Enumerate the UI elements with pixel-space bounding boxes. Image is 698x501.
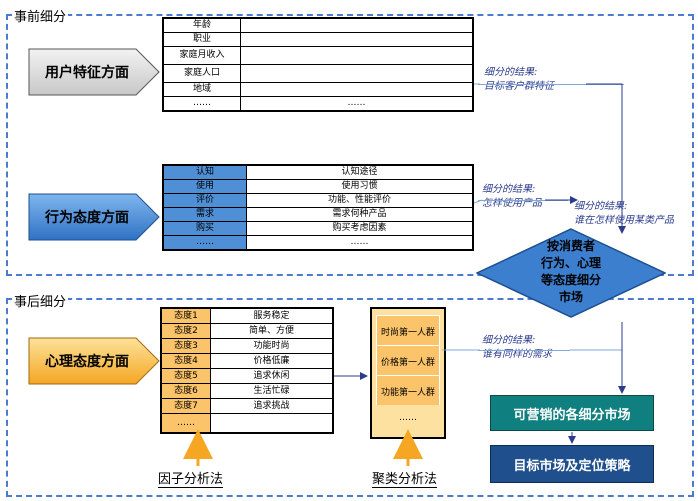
pentagon-arrow-shape <box>28 193 160 241</box>
result-note-usage: 细分的结果: 怎样使用产品 <box>482 184 542 209</box>
table-cell: 态度7 <box>160 398 211 414</box>
table-row: 职业 <box>162 32 474 47</box>
table-row: 使用使用习惯 <box>162 179 474 194</box>
table-row: 家庭月收入 <box>162 46 474 65</box>
table-cell: 功能时尚 <box>210 338 334 354</box>
table-cell: 简单、方便 <box>210 323 334 339</box>
post-segmentation-section <box>6 298 694 497</box>
table-row: 年龄 <box>162 17 474 33</box>
table-cell <box>240 82 474 97</box>
table-cell <box>240 64 474 83</box>
table-row: ………… <box>162 235 474 251</box>
cluster-analysis-label: 聚类分析法 <box>372 468 438 488</box>
table-cell: 追求休闲 <box>210 368 334 384</box>
user-traits-arrow: 用户特征方面 <box>28 48 160 96</box>
factor-analysis-label: 因子分析法 <box>158 468 224 488</box>
table-cell: 追求挑战 <box>210 398 334 414</box>
user-traits-table: 年龄职业家庭月收入家庭人口地域………… <box>162 17 474 112</box>
table-cell: 态度4 <box>160 353 211 369</box>
table-row: 购买购买考虑因素 <box>162 221 474 236</box>
table-cell: 地域 <box>162 82 241 97</box>
diamond-shape <box>476 228 666 318</box>
table-cell: 需求何种产品 <box>246 207 474 222</box>
note-underline <box>478 200 568 201</box>
result-note-same-need: 细分的结果: 谁有同样的需求 <box>482 335 552 360</box>
segmentation-diamond: 按消费者 行为、心理 等态度细分 市场 <box>476 228 666 318</box>
table-cell <box>240 32 474 47</box>
table-cell: 功能、性能评价 <box>246 193 474 208</box>
user-traits-label: 用户特征方面 <box>45 65 129 81</box>
behavior-label: 行为态度方面 <box>45 210 129 226</box>
table-cell: 认知途径 <box>246 164 474 180</box>
table-row: 家庭人口 <box>162 64 474 83</box>
table-cell: 价格低廉 <box>210 353 334 369</box>
behavior-table: 认知认知途径使用使用习惯评价功能、性能评价需求需求何种产品购买购买考虑因素………… <box>162 164 474 251</box>
table-cell: 使用 <box>162 179 247 194</box>
diamond-line: 行为、心理 <box>540 256 601 270</box>
table-cell: 态度3 <box>160 338 211 354</box>
cluster-item: 功能第一人群 <box>376 375 440 407</box>
table-cell <box>240 46 474 65</box>
pre-segmentation-section <box>6 14 694 276</box>
cluster-item: 价格第一人群 <box>376 345 440 377</box>
table-cell: 态度2 <box>160 323 211 339</box>
table-cell: 评价 <box>162 193 247 208</box>
behavior-arrow: 行为态度方面 <box>28 193 160 241</box>
table-row: 认知认知途径 <box>162 164 474 180</box>
cluster-item: 时尚第一人群 <box>376 315 440 347</box>
table-cell: 购买 <box>162 221 247 236</box>
table-cell: 职业 <box>162 32 241 47</box>
diamond-line: 等态度细分 <box>540 273 601 287</box>
table-cell: 家庭月收入 <box>162 46 241 65</box>
target-market-box: 目标市场及定位策略 <box>490 445 654 483</box>
diamond-line: 市场 <box>558 290 583 304</box>
cluster-stack: 时尚第一人群 价格第一人群 功能第一人群 …… <box>370 307 446 439</box>
note-underline <box>478 350 570 351</box>
table-cell <box>240 17 474 33</box>
table-cell: 态度5 <box>160 368 211 384</box>
table-cell: 生活忙碌 <box>210 383 334 399</box>
table-row: ………… <box>162 96 474 112</box>
table-row: 评价功能、性能评价 <box>162 193 474 208</box>
table-cell: 年龄 <box>162 17 241 33</box>
pentagon-arrow-shape <box>28 48 160 96</box>
table-cell: 需求 <box>162 207 247 222</box>
post-segmentation-title: 事后细分 <box>12 291 69 310</box>
table-cell: 家庭人口 <box>162 64 241 83</box>
table-cell: 态度1 <box>160 307 211 324</box>
table-row: 地域 <box>162 82 474 97</box>
table-cell: 购买考虑因素 <box>246 221 474 236</box>
marketable-segments-box: 可营销的各细分市场 <box>490 395 654 431</box>
note-underline <box>478 84 624 85</box>
table-cell: …… <box>162 235 247 251</box>
pentagon-arrow-shape <box>28 337 160 385</box>
table-cell <box>210 413 334 434</box>
table-cell: 态度6 <box>160 383 211 399</box>
table-cell: …… <box>246 235 474 251</box>
result-note-customer: 细分的结果: 目标客户群特征 <box>484 67 554 92</box>
psych-label: 心理态度方面 <box>45 354 129 370</box>
table-cell: 使用习惯 <box>246 179 474 194</box>
table-cell: …… <box>240 96 474 112</box>
cluster-more: …… <box>376 405 440 431</box>
table-cell: 服务稳定 <box>210 307 334 324</box>
table-row: …… <box>160 413 334 434</box>
table-cell: …… <box>160 413 211 434</box>
table-row: 需求需求何种产品 <box>162 207 474 222</box>
psych-arrow: 心理态度方面 <box>28 337 160 385</box>
table-cell: 认知 <box>162 164 247 180</box>
diamond-line: 按消费者 <box>546 239 595 253</box>
pre-segmentation-title: 事前细分 <box>12 6 69 25</box>
table-cell: …… <box>162 96 241 112</box>
result-note-who-uses: 细分的结果: 谁在怎样使用某类产品 <box>574 201 674 226</box>
